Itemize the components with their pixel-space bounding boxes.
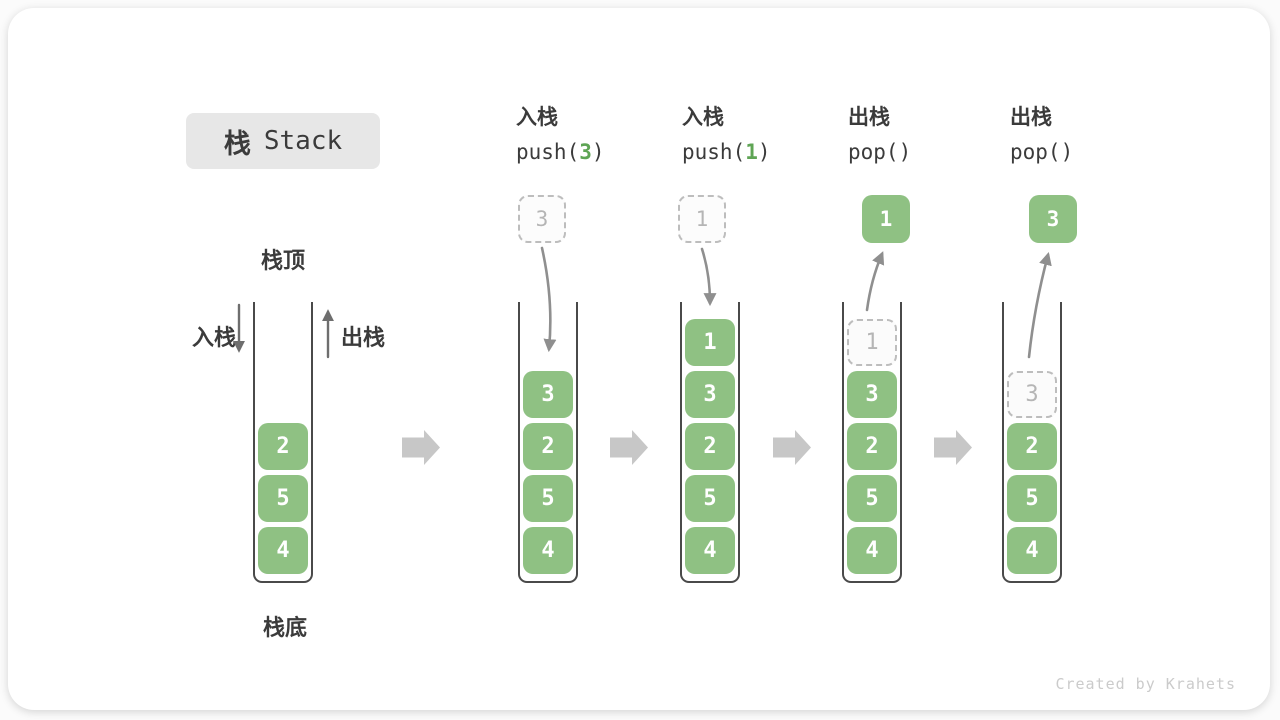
stack-block: 5 — [523, 475, 573, 522]
stack-block: 5 — [685, 475, 735, 522]
stack-block: 5 — [847, 475, 897, 522]
stack-block: 2 — [847, 423, 897, 470]
popped-value-box: 1 — [862, 195, 910, 243]
code-post: ) — [898, 140, 912, 164]
operation-label-push-1: 入栈 push(1) — [682, 105, 771, 164]
operation-zh: 入栈 — [682, 106, 724, 129]
code-post: ) — [591, 140, 605, 164]
code-post: ) — [1060, 140, 1074, 164]
ghost-block: 1 — [847, 319, 897, 366]
stack-block: 1 — [685, 319, 735, 366]
code-arg: 3 — [579, 140, 592, 164]
operation-code: pop() — [1010, 140, 1073, 164]
stack-container-2: 3 2 5 4 — [518, 302, 578, 583]
title-en: Stack — [263, 126, 343, 156]
code-pre: pop( — [1010, 140, 1061, 164]
stack-block: 3 — [847, 371, 897, 418]
code-arg: 1 — [745, 140, 758, 164]
stack-block: 2 — [1007, 423, 1057, 470]
incoming-value-box: 3 — [518, 195, 566, 243]
ghost-block: 3 — [1007, 371, 1057, 418]
stack-container-3: 1 3 2 5 4 — [680, 302, 740, 583]
operation-zh: 出栈 — [1010, 106, 1052, 129]
push-side-label: 入栈 — [192, 325, 237, 350]
pop-side-label: 出栈 — [341, 325, 386, 350]
operation-code: push(3) — [516, 140, 605, 164]
stack-block: 4 — [847, 527, 897, 574]
stack-block: 2 — [685, 423, 735, 470]
stack-block: 4 — [1007, 527, 1057, 574]
stack-bottom-label: 栈底 — [262, 615, 308, 640]
stack-block: 3 — [685, 371, 735, 418]
title-badge: 栈 Stack — [186, 113, 380, 169]
stack-block: 3 — [523, 371, 573, 418]
operation-label-push-3: 入栈 push(3) — [516, 105, 605, 164]
stack-container-4: 1 3 2 5 4 — [842, 302, 902, 583]
title-zh: 栈 — [223, 128, 251, 159]
operation-zh: 入栈 — [516, 106, 558, 129]
stack-container-5: 3 2 5 4 — [1002, 302, 1062, 583]
operation-code: push(1) — [682, 140, 771, 164]
stack-block: 5 — [258, 475, 308, 522]
operation-code: pop() — [848, 140, 911, 164]
code-pre: push( — [516, 140, 580, 164]
stack-block: 2 — [523, 423, 573, 470]
stack-block: 5 — [1007, 475, 1057, 522]
popped-value-box: 3 — [1029, 195, 1077, 243]
stack-block: 4 — [258, 527, 308, 574]
stack-block: 4 — [523, 527, 573, 574]
code-pre: pop( — [848, 140, 899, 164]
stack-block: 2 — [258, 423, 308, 470]
operation-zh: 出栈 — [848, 106, 890, 129]
operation-label-pop-3: 出栈 pop() — [1010, 105, 1073, 164]
code-post: ) — [757, 140, 771, 164]
watermark: Created by Krahets — [1055, 675, 1236, 693]
code-pre: push( — [682, 140, 746, 164]
stack-top-label: 栈顶 — [260, 248, 306, 273]
stack-container-1: 2 5 4 — [253, 302, 313, 583]
operation-label-pop-1: 出栈 pop() — [848, 105, 911, 164]
incoming-value-box: 1 — [678, 195, 726, 243]
stack-block: 4 — [685, 527, 735, 574]
